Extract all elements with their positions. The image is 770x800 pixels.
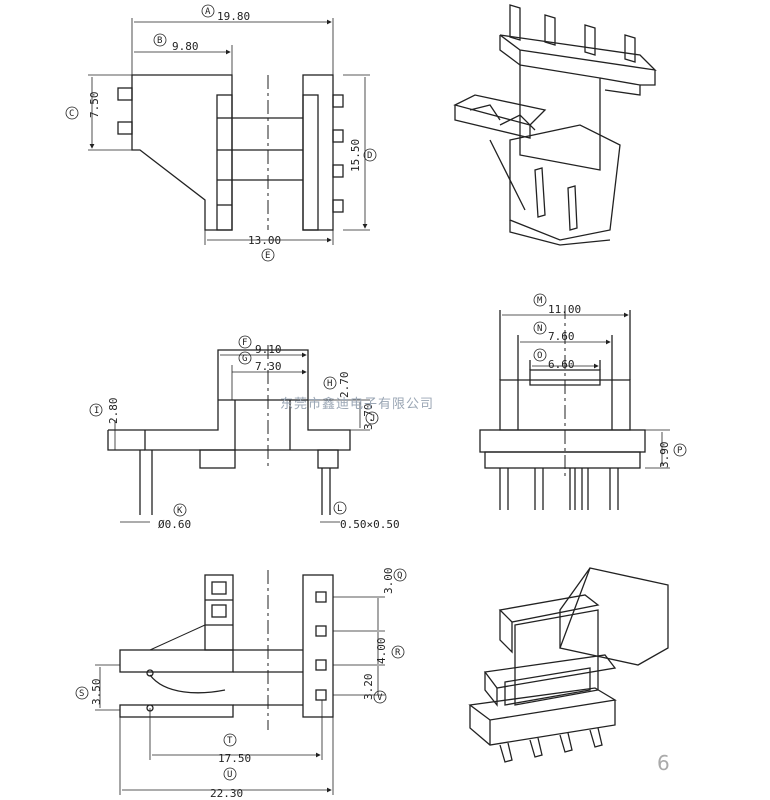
label-circle-g: G bbox=[242, 354, 247, 364]
label-circle-b: B bbox=[157, 36, 162, 46]
label-circle-p: P bbox=[677, 446, 683, 456]
dim-i: 2.80 bbox=[107, 398, 120, 425]
front-view bbox=[89, 335, 379, 523]
dim-b: 9.80 bbox=[172, 40, 199, 53]
label-circle-t: T bbox=[227, 736, 233, 746]
label-circle-m: M bbox=[537, 296, 543, 306]
dim-f: 9.10 bbox=[255, 343, 282, 356]
dim-d: 15.50 bbox=[349, 139, 362, 172]
label-circle-s: S bbox=[79, 689, 84, 699]
label-circle-l: L bbox=[337, 504, 342, 514]
dim-n: 7.60 bbox=[548, 330, 575, 343]
dim-e: 13.00 bbox=[248, 234, 281, 247]
top-view bbox=[65, 4, 377, 262]
dim-l: 0.50×0.50 bbox=[340, 518, 400, 531]
dim-o: 6.60 bbox=[548, 358, 575, 371]
label-circle-r: R bbox=[395, 648, 401, 658]
label-circle-d: D bbox=[367, 151, 372, 161]
dim-u: 22.30 bbox=[210, 787, 243, 800]
label-circle-a: A bbox=[205, 7, 211, 17]
label-circle-q: Q bbox=[397, 571, 402, 581]
dim-j: 3.70 bbox=[362, 404, 375, 431]
label-circle-f: F bbox=[242, 338, 247, 348]
watermark-company-name: 东莞市鑫迪电子有限公司 bbox=[280, 396, 434, 412]
isometric-view-top bbox=[453, 4, 657, 246]
label-circle-u: U bbox=[227, 770, 232, 780]
label-circle-e: E bbox=[265, 251, 270, 261]
dim-h: 2.70 bbox=[338, 372, 351, 399]
dim-k: Ø0.60 bbox=[158, 518, 191, 531]
bottom-view bbox=[75, 568, 407, 795]
dim-r: 4.00 bbox=[375, 638, 388, 665]
dim-g: 7.30 bbox=[255, 360, 282, 373]
label-circle-n: N bbox=[537, 324, 542, 334]
label-circle-k: K bbox=[177, 506, 183, 516]
page-number: 6 bbox=[657, 751, 670, 775]
dim-m: 11.00 bbox=[548, 303, 581, 316]
label-circle-o: O bbox=[537, 351, 542, 361]
label-circle-h: H bbox=[327, 379, 332, 389]
dim-v: 3.20 bbox=[362, 674, 375, 701]
label-circle-c: C bbox=[69, 109, 74, 119]
dim-p: 3.90 bbox=[658, 442, 671, 469]
dim-s: 3.50 bbox=[90, 679, 103, 706]
label-circle-j: J bbox=[370, 414, 375, 424]
dim-a: 19.80 bbox=[217, 10, 250, 23]
dim-c: 7.50 bbox=[88, 92, 101, 119]
isometric-view-bottom bbox=[468, 567, 669, 763]
side-view bbox=[479, 293, 687, 510]
dim-q: 3.00 bbox=[382, 568, 395, 595]
label-circle-v: V bbox=[377, 693, 383, 703]
label-circle-i: I bbox=[94, 406, 99, 416]
dim-t: 17.50 bbox=[218, 752, 251, 765]
